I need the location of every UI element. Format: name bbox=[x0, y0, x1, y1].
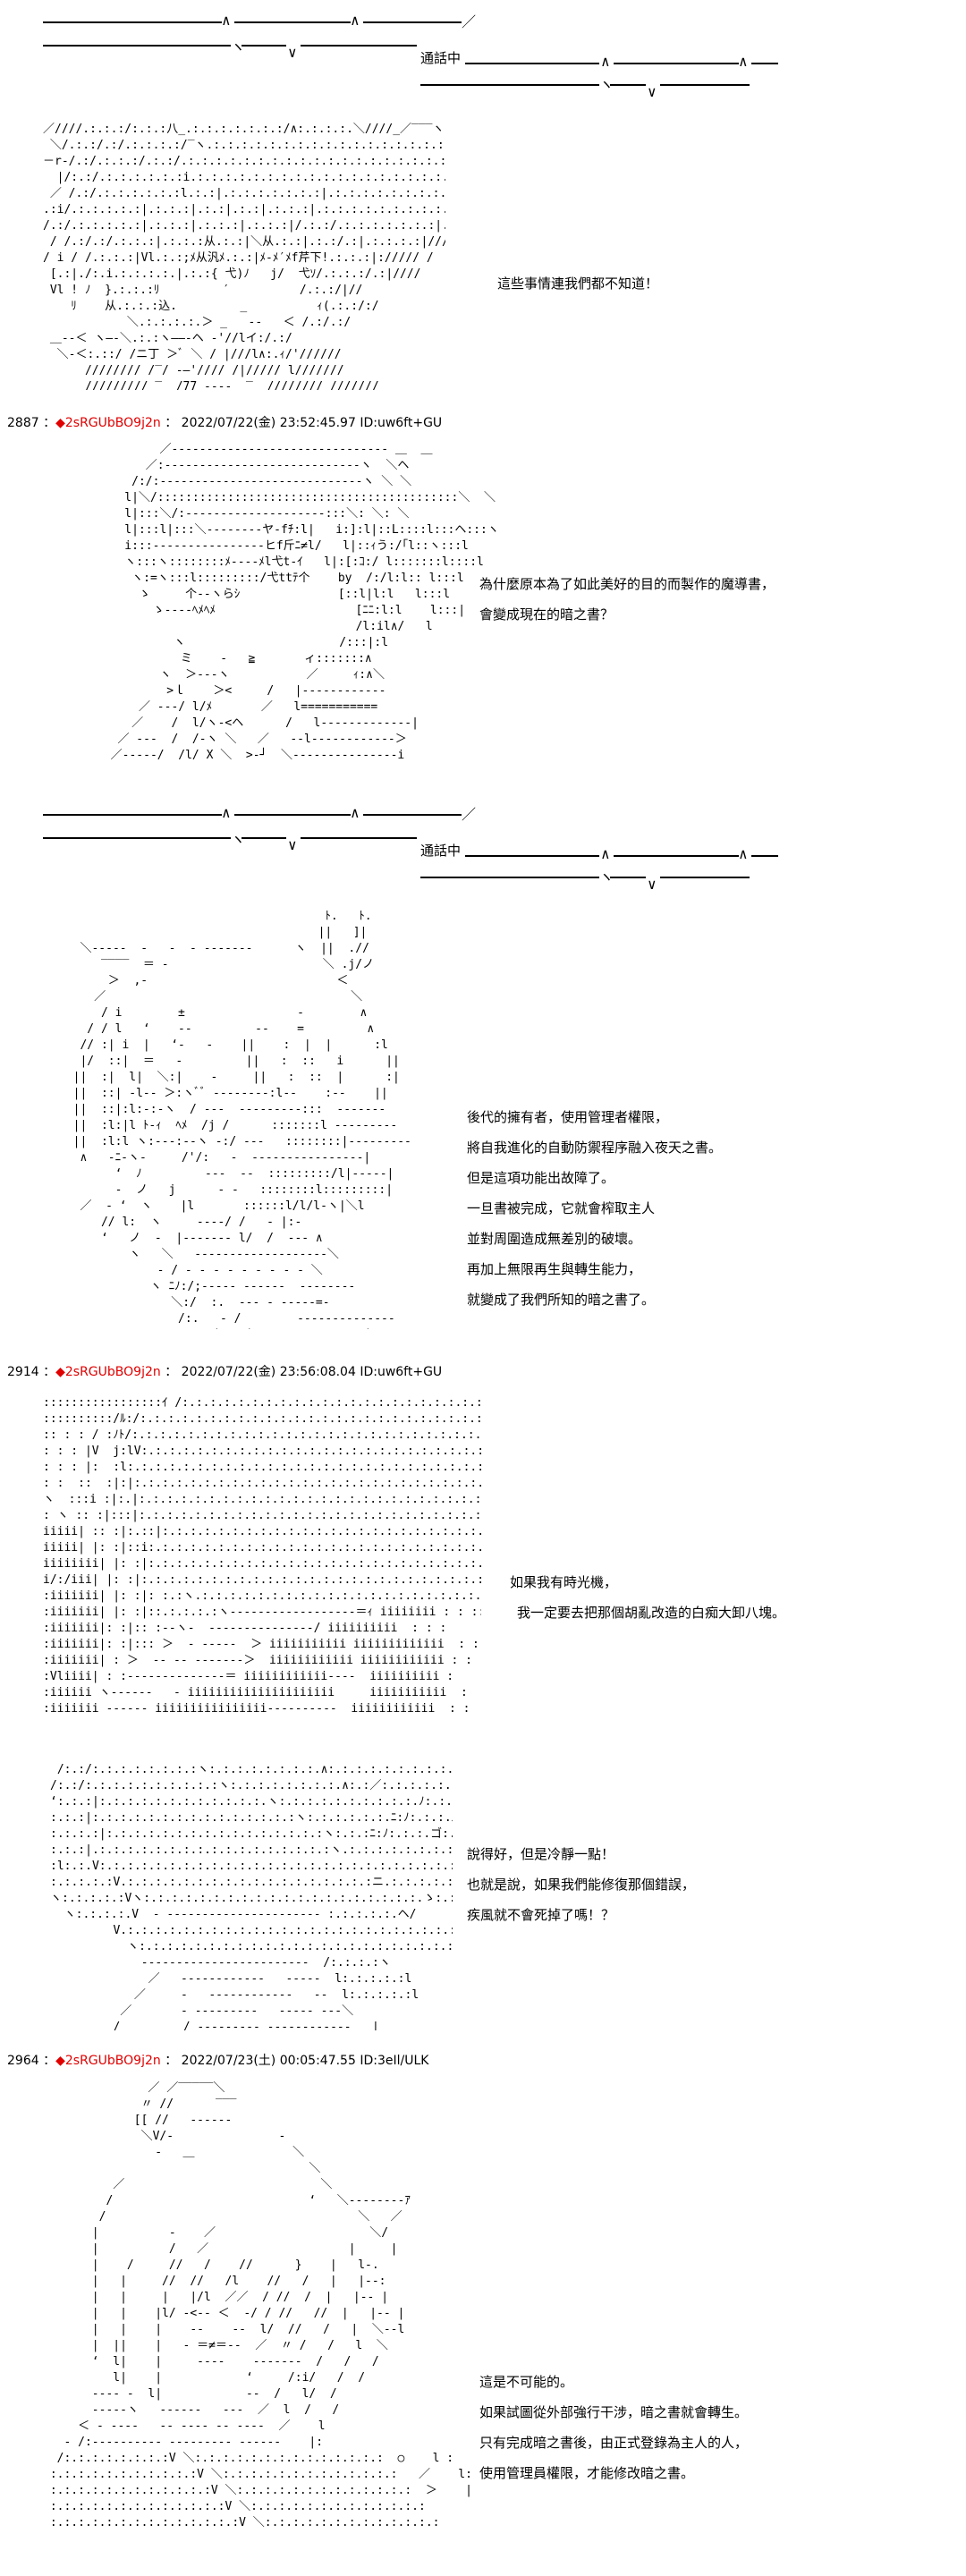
post-header-2914: 2914 ：◆2sRGUbBO9j2n ： 2022/07/22(金) 23:5… bbox=[7, 1365, 443, 1379]
dialog-4: 如果我有時光機， 我一定要去把那個胡亂改造的白痴大卸八塊。 bbox=[510, 1567, 785, 1628]
ascii-art-character-1: ／////.:.:.:/:.:.:八_.:.:.:.:.:.:.:/∧:.:.:… bbox=[43, 123, 445, 390]
dialog-line: 只有完成暗之書後，由正式登錄為主人的人， bbox=[479, 2435, 749, 2451]
ascii-art-character-4: :::::::::::::::::ｲ /:.:.:.:.:.:.:.:.:.:.… bbox=[43, 1396, 481, 1716]
dialog-6: 這是不可能的。 如果試圖從外部強行干涉，暗之書就會轉生。 只有完成暗之書後，由正… bbox=[479, 2367, 748, 2488]
ascii-art-character-6: ／ ／‾‾‾‾‾＼ 〃 // ‾‾‾ [[ // ‐‐‐‐‐‐ ＼V/‐ ‐ ‐… bbox=[49, 2081, 472, 2529]
dialog-line: 但是這項功能出故障了。 bbox=[467, 1170, 615, 1186]
dialog-line: 將自我進化的自動防禦程序融入夜天之書。 bbox=[467, 1140, 723, 1156]
post-name[interactable]: 2sRGUbBO9j2n bbox=[64, 416, 161, 430]
post-number: 2887 bbox=[7, 416, 39, 430]
post-datetime: 2022/07/22(金) 23:56:08.04 bbox=[181, 1365, 356, 1379]
post-header-2887: 2887 ：◆2sRGUbBO9j2n ： 2022/07/22(金) 23:5… bbox=[7, 416, 443, 430]
dialog-line: 一旦書被完成，它就會榨取主人 bbox=[467, 1200, 656, 1216]
dialog-line: 我一定要去把那個胡亂改造的白痴大卸八塊。 bbox=[517, 1605, 786, 1621]
dialog-line: 再加上無限再生與轉生能力， bbox=[467, 1261, 642, 1277]
dialog-line: 疾風就不會死掉了嗎！？ bbox=[467, 1907, 615, 1923]
post-number: 2914 bbox=[7, 1365, 39, 1379]
dialog-2: 為什麼原本為了如此美好的目的而製作的魔導書， 會變成現在的暗之書？ bbox=[479, 569, 775, 630]
phone-status-label: 通話中 bbox=[420, 843, 462, 859]
dialog-line: 這些事情連我們都不知道！ bbox=[497, 275, 659, 292]
diamond-icon: ◆ bbox=[55, 416, 65, 430]
dialog-1: 這些事情連我們都不知道！ bbox=[497, 268, 658, 299]
dialog-line: 也就是說，如果我們能修復那個錯誤， bbox=[467, 1877, 696, 1893]
phone-status-label: 通話中 bbox=[420, 50, 462, 66]
ascii-art-character-2: ／‐‐‐‐‐‐‐‐‐‐‐‐‐‐‐‐‐‐‐‐‐‐‐‐‐‐‐‐‐‐‐ ＿ ＿ ／:‐… bbox=[110, 443, 499, 762]
phone-call-frame-2: ∧ ∧ ／ ヽ ∨ 通話中 ∧ ∧ ヽ ∨ bbox=[0, 805, 966, 894]
post-id: ID:3eIl/ULK bbox=[360, 2054, 429, 2068]
post-header-2964: 2964 ：◆2sRGUbBO9j2n ： 2022/07/23(土) 00:0… bbox=[7, 2054, 429, 2068]
ascii-art-character-5: /:.:/:.:.:.:.:.:.:.:ヽ:.:.:.:.:.:.:.:.∧:.… bbox=[50, 1763, 453, 2030]
diamond-icon: ◆ bbox=[55, 1365, 65, 1379]
dialog-line: 如果試圖從外部強行干涉，暗之書就會轉生。 bbox=[479, 2404, 749, 2420]
dialog-line: 就變成了我們所知的暗之書了。 bbox=[467, 1292, 656, 1308]
dialog-line: 會變成現在的暗之書？ bbox=[479, 606, 614, 623]
post-datetime: 2022/07/23(土) 00:05:47.55 bbox=[181, 2054, 356, 2068]
dialog-3: 後代的擁有者，使用管理者權限， 將自我進化的自動防禦程序融入夜天之書。 但是這項… bbox=[467, 1102, 722, 1315]
dialog-line: 這是不可能的。 bbox=[479, 2374, 574, 2390]
dialog-line: 後代的擁有者，使用管理者權限， bbox=[467, 1109, 669, 1125]
post-id: ID:uw6ft+GU bbox=[360, 1365, 443, 1379]
ascii-art-character-3: ﾄ. ﾄ. || ]| ＼‐‐‐‐‐ ‐ ‐ ‐ ‐‐‐‐‐‐‐ ヽ || ./… bbox=[72, 910, 411, 1329]
dialog-line: 說得好，但是冷靜一點！ bbox=[467, 1846, 615, 1862]
dialog-line: 並對周圍造成無差別的破壞。 bbox=[467, 1231, 642, 1247]
dialog-5: 說得好，但是冷靜一點！ 也就是說，如果我們能修復那個錯誤， 疾風就不會死掉了嗎！… bbox=[467, 1839, 695, 1930]
dialog-line: 為什麼原本為了如此美好的目的而製作的魔導書， bbox=[479, 576, 775, 592]
post-datetime: 2022/07/22(金) 23:52:45.97 bbox=[181, 416, 356, 430]
post-name[interactable]: 2sRGUbBO9j2n bbox=[64, 2054, 161, 2068]
post-name[interactable]: 2sRGUbBO9j2n bbox=[64, 1365, 161, 1379]
post-number: 2964 bbox=[7, 2054, 39, 2068]
phone-call-frame-1: ∧ ∧ ／ ヽ ∨ 通話中 ∧ ∧ ヽ ∨ bbox=[0, 13, 966, 102]
diamond-icon: ◆ bbox=[55, 2054, 65, 2068]
dialog-line: 使用管理員權限，才能修改暗之書。 bbox=[479, 2465, 695, 2481]
post-id: ID:uw6ft+GU bbox=[360, 416, 443, 430]
dialog-line: 如果我有時光機， bbox=[510, 1574, 618, 1590]
